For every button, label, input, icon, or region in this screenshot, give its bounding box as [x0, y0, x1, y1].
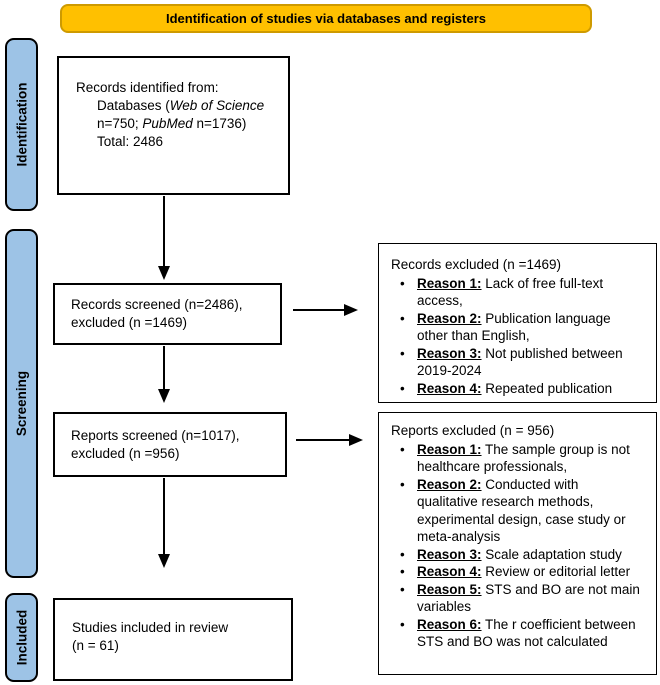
- records-identified-line2: Databases (Web of Science: [97, 98, 265, 113]
- reason-item: Reason 3: Not published between 2019-202…: [391, 345, 642, 380]
- reason-label: Reason 3:: [417, 546, 482, 562]
- studies-included-line1: Studies included in review: [72, 620, 229, 635]
- reason-text: Not published between 2019-2024: [417, 345, 623, 379]
- studies-included-line2: (n = 61): [72, 638, 119, 653]
- stage-screening: Screening: [5, 229, 38, 578]
- arrow-reports-screened-to-reports-excluded: [296, 434, 363, 446]
- reason-text: Review or editorial letter: [481, 564, 631, 579]
- reason-text: Publication language other than English,: [417, 310, 611, 344]
- reason-label: Reason 2:: [417, 476, 482, 492]
- reason-item: Reason 3: Scale adaptation study: [391, 546, 642, 564]
- records-screened-line2: excluded (n =1469): [71, 315, 187, 330]
- records-identified-box: Records identified from: Databases (Web …: [57, 56, 290, 195]
- reports-excluded-box: Reports excluded (n = 956) Reason 1: The…: [378, 412, 657, 675]
- reason-label: Reason 4:: [417, 564, 482, 579]
- records-screened-box: Records screened (n=2486), excluded (n =…: [53, 283, 282, 345]
- reason-label: Reason 1:: [417, 275, 482, 291]
- stage-included: Included: [5, 593, 38, 682]
- records-excluded-title: Records excluded (n =1469): [391, 257, 561, 272]
- reason-item: Reason 1: Lack of free full-text access,: [391, 275, 642, 310]
- reports-screened-line2: excluded (n =956): [71, 445, 180, 461]
- reason-item: Reason 5: STS and BO are not main variab…: [391, 581, 642, 616]
- arrow-identified-to-records-screened: [158, 196, 170, 280]
- records-identified-line3: n=750; PubMed n=1736): [97, 116, 247, 131]
- stage-screening-label: Screening: [14, 370, 29, 437]
- records-excluded-box: Records excluded (n =1469) Reason 1: Lac…: [378, 243, 657, 403]
- arrow-records-screened-to-records-excluded: [293, 304, 358, 316]
- studies-included-box: Studies included in review (n = 61): [53, 598, 293, 681]
- title-banner: Identification of studies via databases …: [60, 4, 592, 33]
- reason-item: Reason 2: Publication language other tha…: [391, 310, 642, 345]
- reports-screened-line1: Reports screened (n=1017),: [71, 427, 240, 443]
- reason-text: STS and BO are not main variables: [417, 581, 640, 615]
- reason-label: Reason 5:: [417, 581, 482, 597]
- records-screened-line1: Records screened (n=2486),: [71, 297, 243, 312]
- reason-label: Reason 2:: [417, 310, 482, 326]
- reason-text: The r coefficient between STS and BO was…: [417, 616, 636, 650]
- reports-screened-box: Reports screened (n=1017), excluded (n =…: [53, 412, 287, 477]
- reports-excluded-title: Reports excluded (n = 956): [391, 423, 555, 438]
- stage-identification: Identification: [5, 38, 38, 211]
- reason-item: Reason 4: Repeated publication: [391, 380, 642, 398]
- stage-identification-label: Identification: [14, 82, 29, 167]
- reason-text: Lack of free full-text access,: [417, 275, 604, 309]
- arrow-records-screened-to-reports-screened: [158, 346, 170, 403]
- reason-text: Scale adaptation study: [481, 546, 622, 562]
- reason-label: Reason 4:: [417, 380, 482, 396]
- reason-item: Reason 4: Review or editorial letter: [391, 563, 642, 581]
- stage-included-label: Included: [14, 609, 30, 666]
- reason-item: Reason 6: The r coefficient between STS …: [391, 616, 642, 651]
- reason-item: Reason 2: Conducted with qualitative res…: [391, 476, 642, 546]
- reason-label: Reason 6:: [417, 616, 482, 632]
- reason-text: The sample group is not healthcare profe…: [417, 441, 630, 475]
- reason-text: Conducted with qualitative research meth…: [417, 476, 626, 545]
- reason-label: Reason 1:: [417, 441, 482, 457]
- reason-item: Reason 1: The sample group is not health…: [391, 441, 642, 476]
- records-identified-total: Total: 2486: [97, 134, 164, 149]
- title-banner-label: Identification of studies via databases …: [165, 11, 487, 26]
- reason-text: Repeated publication: [481, 380, 613, 396]
- arrow-reports-screened-to-included: [158, 478, 170, 568]
- reason-label: Reason 3:: [417, 345, 482, 361]
- records-identified-line1: Records identified from:: [76, 80, 219, 95]
